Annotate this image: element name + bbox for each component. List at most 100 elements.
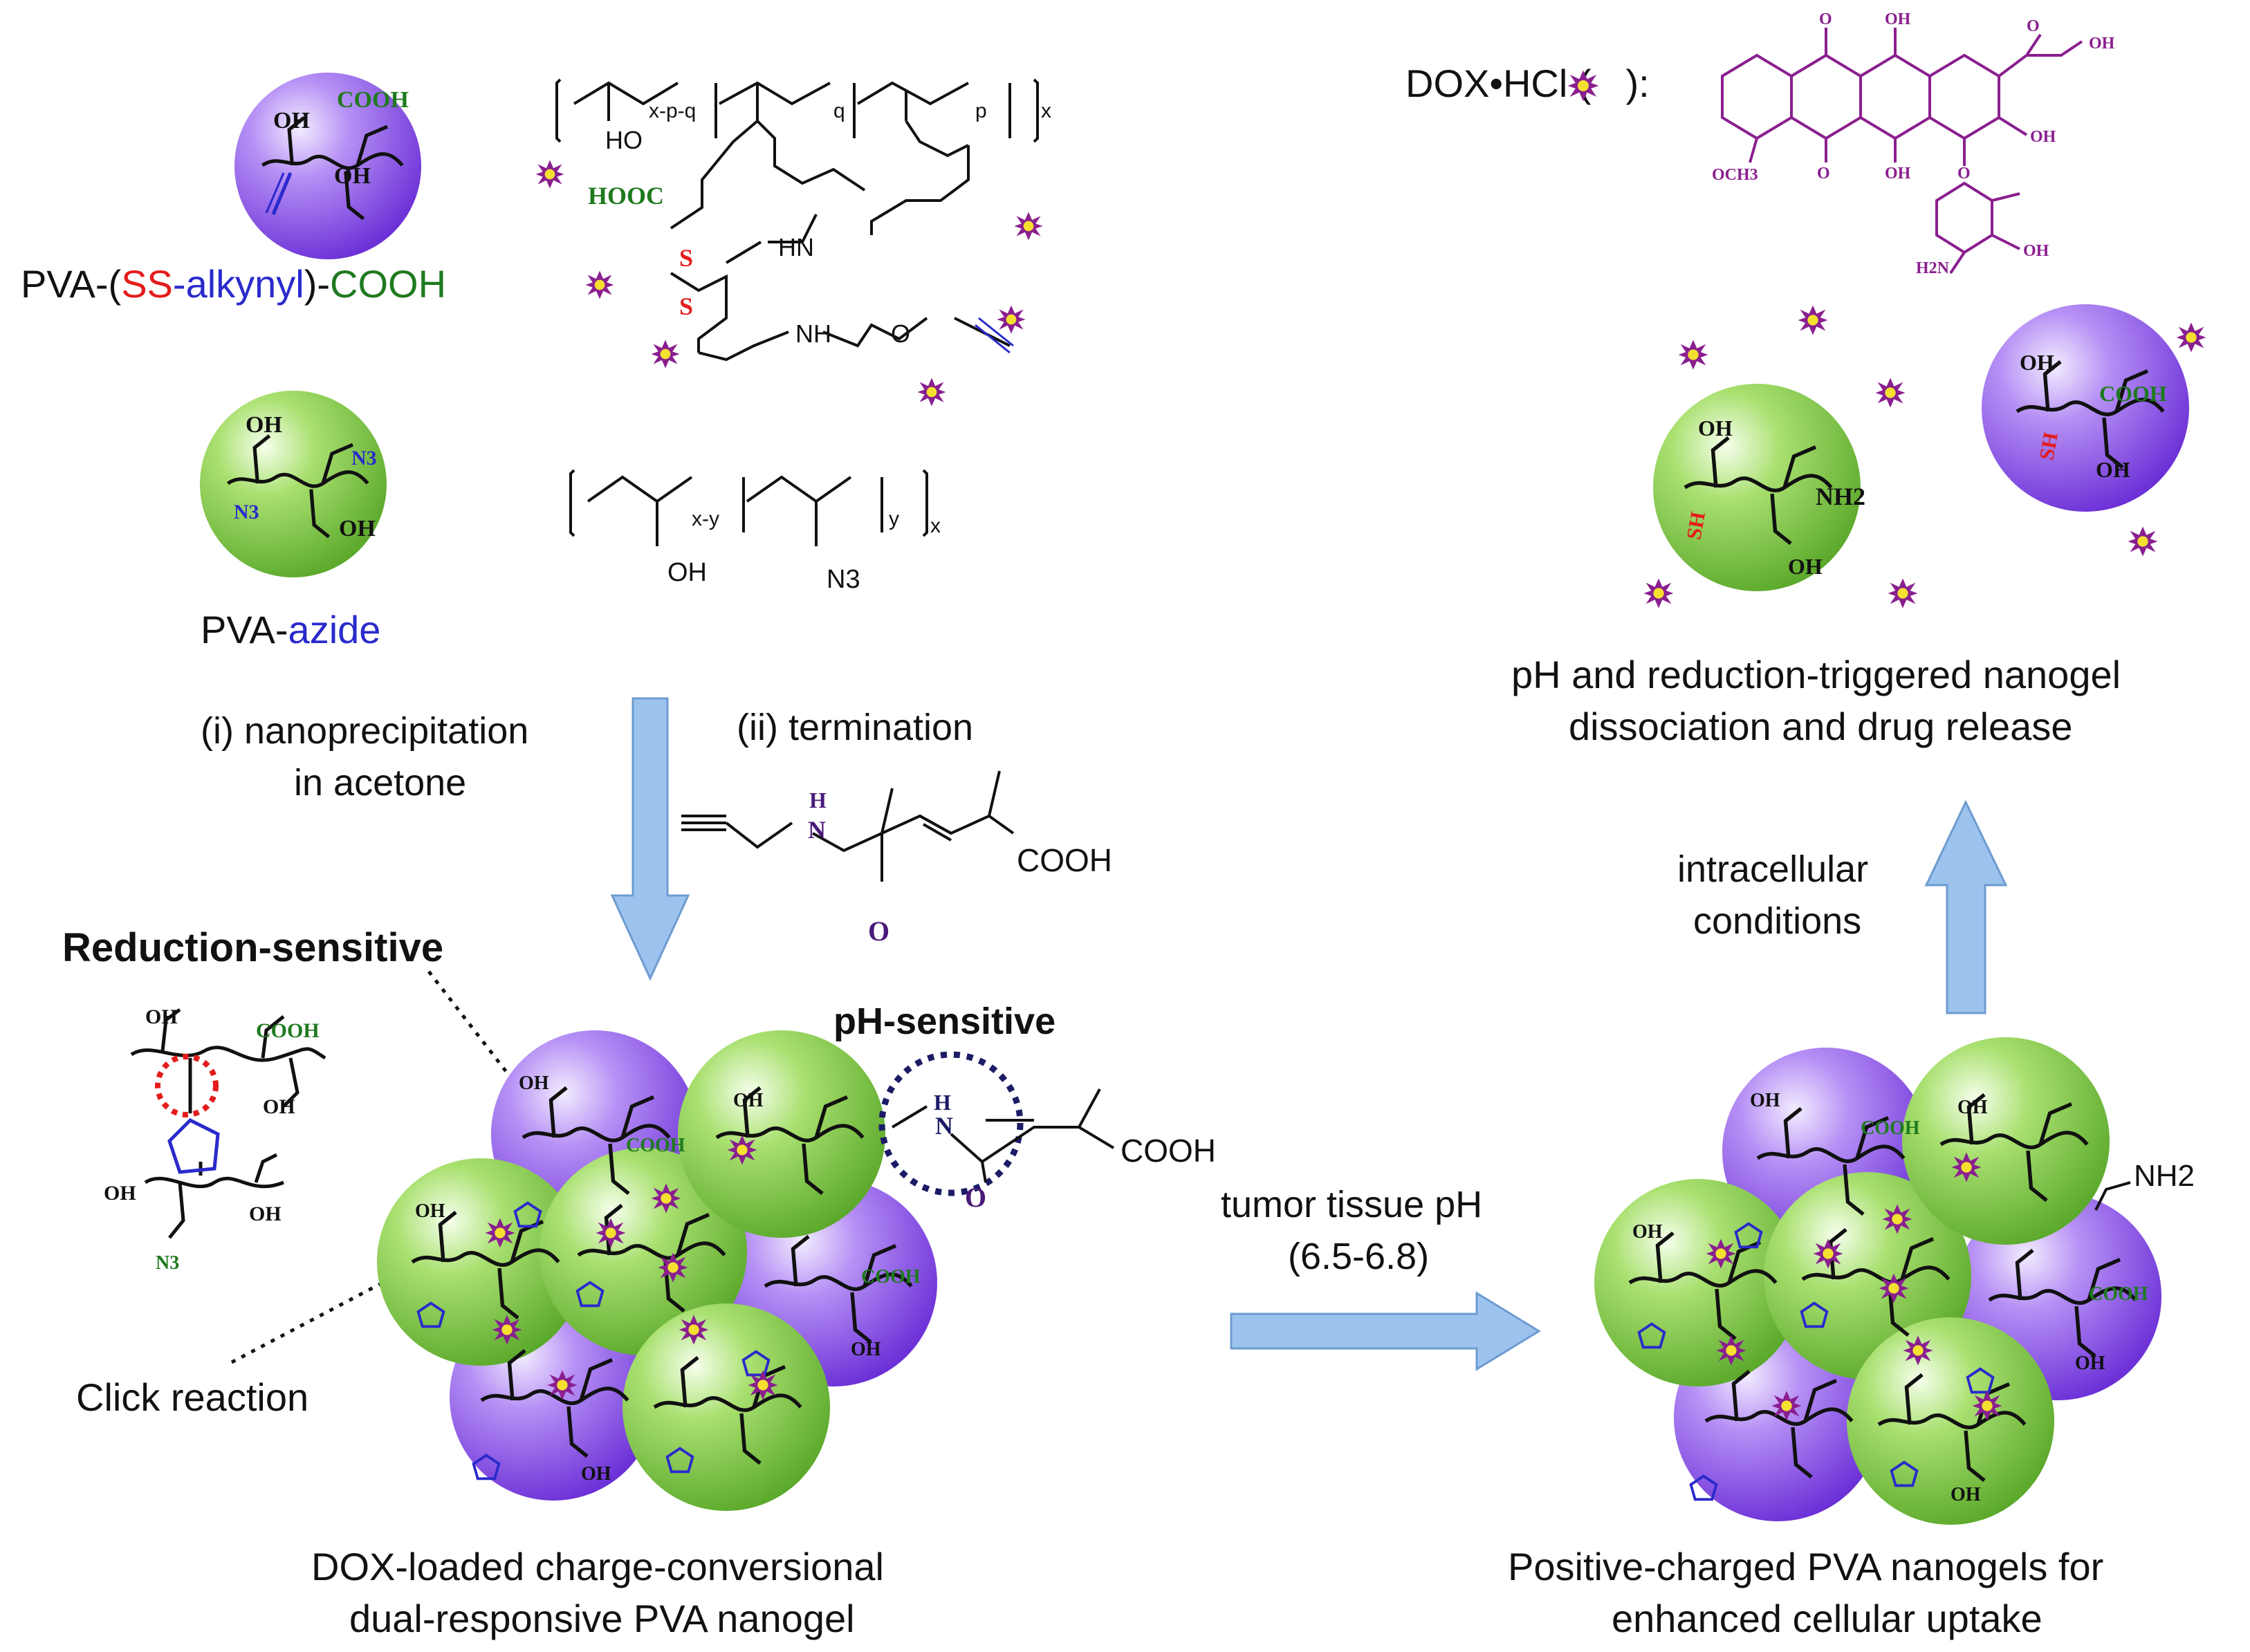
disulfide-highlight — [155, 1054, 219, 1117]
dox-oh-3: OH — [2030, 128, 2056, 146]
bead-cooh: COOH — [337, 87, 409, 113]
cr-oh-5: OH — [1951, 1484, 1981, 1505]
cl-cooh-2: COOH — [861, 1266, 921, 1288]
amine-arm — [2094, 1181, 2131, 1211]
bead-oh-2: OH — [334, 163, 371, 189]
dox-oh-4: OH — [1885, 165, 1911, 183]
dox-structure — [1721, 28, 2083, 275]
tumor-line1: tumor tissue pH — [1221, 1184, 1482, 1225]
cr-oh-1: OH — [1750, 1090, 1780, 1111]
step1-line1: (i) nanoprecipitation — [201, 710, 528, 752]
inset-oh-3: OH — [104, 1182, 136, 1205]
intracellular-line2: conditions — [1693, 900, 1861, 942]
caption-positive-line1: Positive-charged PVA nanogels for — [1508, 1545, 2103, 1588]
rg-sh: SH — [1683, 510, 1710, 541]
cl-oh-1: OH — [519, 1073, 549, 1094]
p1-p: p — [975, 100, 987, 122]
p2-y: y — [889, 508, 899, 530]
tumor-line2: (6.5-6.8) — [1288, 1236, 1429, 1277]
rg-oh-2: OH — [1788, 554, 1823, 579]
dox-och3: OCH3 — [1712, 166, 1758, 184]
released-green-bead: OH NH2 SH OH — [1653, 384, 1865, 591]
ph-nh-h: H — [934, 1090, 951, 1115]
ph-cooh: COOH — [1121, 1133, 1216, 1169]
bead2-oh-2: OH — [339, 516, 376, 541]
p1-q: q — [833, 100, 845, 122]
cl-oh-5: OH — [581, 1463, 611, 1485]
p2-x: x — [930, 514, 941, 537]
cr-cooh-2: COOH — [2089, 1283, 2148, 1305]
nanogel-cluster: OH OH COOH COOH OH OH OH — [377, 1030, 937, 1511]
bead2-n3-b: N3 — [234, 501, 259, 523]
p1-s1: S — [679, 244, 693, 272]
dox-nh2: H2N — [1916, 259, 1950, 277]
cl-oh-2: OH — [733, 1090, 764, 1111]
dox-oh-1: OH — [2089, 35, 2115, 53]
rp-cooh: COOH — [2099, 381, 2167, 406]
positive-nanogel-cluster: OH OH COOH COOH OH OH OH — [1594, 1037, 2161, 1525]
p1-ho: HO — [605, 126, 643, 154]
caption-nanogel-line1: DOX-loaded charge-conversional — [311, 1545, 884, 1588]
p1-x: x — [1041, 100, 1051, 122]
caption-nanogel-line2: dual-responsive PVA nanogel — [349, 1597, 855, 1640]
ph-o: O — [965, 1182, 986, 1213]
p1-x-p-q: x-p-q — [649, 100, 696, 122]
cl-cooh-1: COOH — [626, 1135, 685, 1156]
intracellular-arrow — [1924, 799, 2008, 1014]
rp-oh: OH — [2020, 350, 2054, 375]
rg-oh: OH — [1698, 416, 1733, 440]
polymer1-label: PVA-(SS-alkynyl)-COOH — [21, 262, 446, 306]
p1-o: O — [891, 319, 910, 348]
click-reaction-label: Click reaction — [76, 1375, 308, 1419]
inset-oh: OH — [145, 1005, 178, 1028]
dox-oh-5: OH — [2023, 242, 2049, 260]
polymer1-bead: OH COOH OH — [234, 73, 421, 259]
ph-sensitive-label: pH-sensitive — [833, 1001, 1055, 1042]
bead2-n3: N3 — [351, 447, 377, 470]
cr-cooh-1: COOH — [1861, 1117, 1920, 1139]
caption-release-line2: dissociation and drug release — [1569, 705, 2072, 748]
reduction-sensitive-label: Reduction-sensitive — [62, 925, 443, 970]
inset-oh-4: OH — [249, 1203, 282, 1225]
p1-hn: HN — [778, 233, 814, 261]
termination-reagent — [681, 770, 1015, 882]
bead2-oh: OH — [246, 412, 282, 438]
released-purple-bead: OH COOH SH OH — [1982, 304, 2189, 512]
dox-o-2: O — [1819, 10, 1832, 28]
caption-release-line1: pH and reduction-triggered nanogel — [1511, 653, 2121, 696]
dox-o-1: O — [2027, 17, 2040, 35]
bead-oh: OH — [273, 108, 310, 133]
ph-linker — [891, 1088, 1115, 1183]
term-h: H — [809, 788, 827, 813]
polymer1-alkyne — [975, 317, 1014, 354]
inset-cooh: COOH — [256, 1019, 320, 1042]
term-n: N — [808, 816, 826, 844]
rg-nh2: NH2 — [1816, 483, 1865, 510]
p2-n3: N3 — [827, 565, 860, 594]
triazole-ring — [167, 1117, 220, 1174]
polymer2-bead: OH N3 N3 OH — [200, 391, 387, 577]
step1-line2: in acetone — [294, 762, 466, 804]
polymer2-label: PVA-azide — [201, 608, 380, 651]
tumor-arrow — [1230, 1291, 1541, 1371]
inset-oh-2: OH — [263, 1095, 295, 1118]
caption-positive-line2: enhanced cellular uptake — [1612, 1597, 2042, 1640]
amide-highlight — [878, 1051, 1024, 1196]
dox-oh-2: OH — [1885, 10, 1911, 28]
dox-label: DOX•HCl (): — [1405, 62, 1650, 105]
dox-o-4: O — [1957, 165, 1971, 183]
click-inset — [130, 1008, 326, 1239]
p2-x-y: x-y — [692, 508, 719, 530]
polymer1-structure — [555, 78, 1039, 362]
cr-oh-2: OH — [1957, 1097, 1988, 1118]
dox-o-3: O — [1817, 165, 1830, 183]
rp-oh-2: OH — [2096, 457, 2130, 482]
p2-oh: OH — [667, 558, 707, 587]
term-cooh: COOH — [1017, 842, 1112, 878]
term-o: O — [868, 916, 889, 947]
rp-sh: SH — [2036, 431, 2063, 462]
ph-nh-n: N — [935, 1112, 953, 1140]
cr-oh-3: OH — [1632, 1221, 1663, 1243]
cl-oh-3: OH — [415, 1200, 445, 1222]
